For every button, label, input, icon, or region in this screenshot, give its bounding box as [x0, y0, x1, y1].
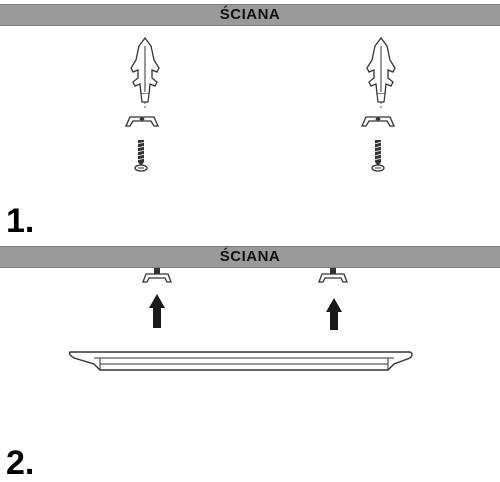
wall-label-step-1: ŚCIANA — [219, 6, 281, 23]
up-arrow-icon — [326, 298, 342, 330]
step-1-illustration — [124, 36, 396, 172]
step-number-2: 2. — [6, 444, 35, 482]
mounting-clip-icon — [124, 116, 160, 127]
up-arrow-icon — [149, 294, 165, 328]
led-profile-icon — [68, 351, 413, 371]
mounting-clip-icon — [318, 268, 348, 283]
screw-icon — [134, 140, 148, 172]
wall-bar-step-2: ŚCIANA — [0, 246, 500, 268]
mounting-clip-icon — [142, 268, 172, 283]
mounting-clip-icon — [360, 116, 396, 127]
wall-bar-step-1: ŚCIANA — [0, 4, 500, 26]
wall-label-step-2: ŚCIANA — [219, 248, 281, 265]
wall-plug-icon — [130, 36, 160, 108]
step-number-1: 1. — [6, 202, 35, 240]
wall-plug-icon — [366, 36, 396, 108]
screw-icon — [371, 140, 385, 172]
step-2-illustration — [68, 268, 413, 371]
